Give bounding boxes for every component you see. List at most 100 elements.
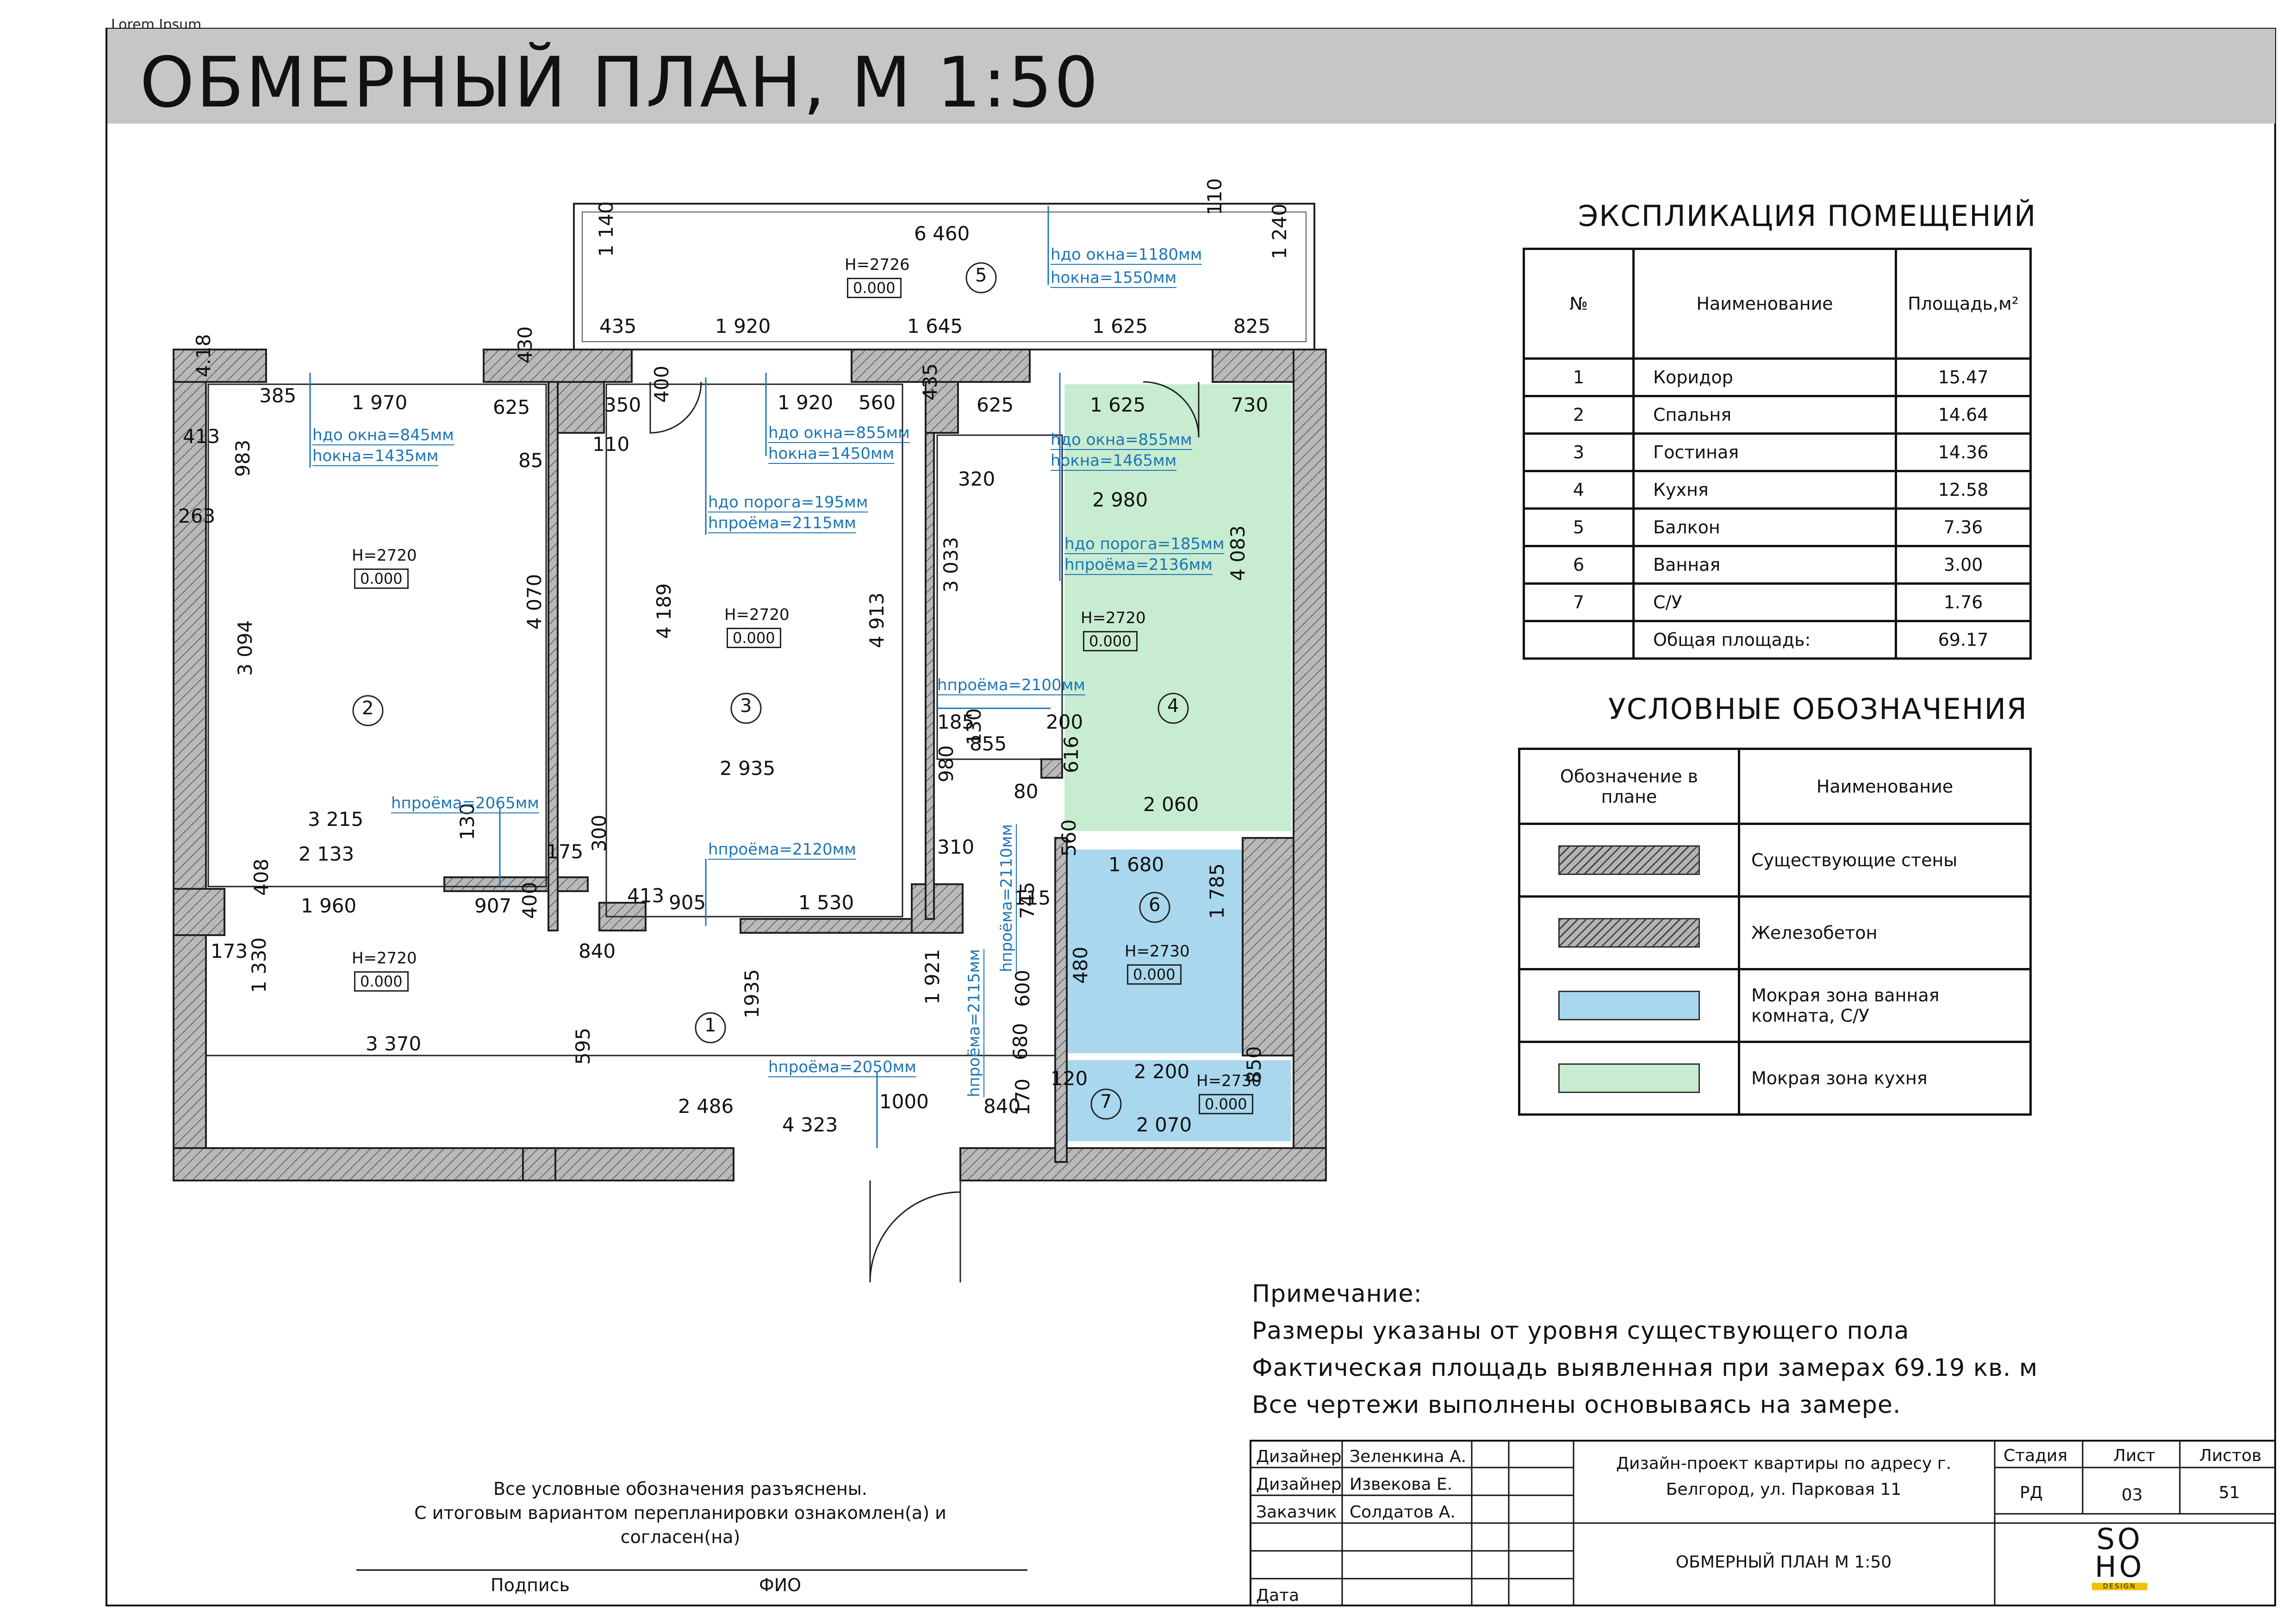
dimension-label: 680: [1009, 1023, 1032, 1060]
dimension-label: 175: [546, 840, 584, 863]
dimension-label: 616: [1060, 736, 1083, 773]
legend-table: Обозначение в плане Наименование Существ…: [1518, 748, 2032, 1116]
dimension-label: 310: [937, 836, 975, 858]
blue-annotation: hдо окна=855мм: [1051, 431, 1192, 450]
signature-label: Подпись: [491, 1575, 570, 1595]
dimension-label: 1 921: [921, 949, 944, 1005]
expl-cell-name: Коридор: [1632, 357, 1897, 397]
blue-annotation: hпроёма=2115мм: [708, 514, 856, 533]
notes-line: Размеры указаны от уровня существующего …: [1252, 1317, 1910, 1345]
dimension-label: 983: [231, 439, 254, 477]
legend-row: Мокрая зона ванная комната, С/У: [1518, 968, 2032, 1043]
dimension-label: 120: [1051, 1067, 1088, 1090]
room-height-4: H=2720: [1081, 609, 1146, 627]
expl-cell-area: 14.36: [1895, 432, 2032, 472]
room-label-3: 3: [740, 695, 752, 717]
dimension-label: 413: [627, 884, 665, 907]
dimension-label: 1 960: [301, 894, 357, 917]
room-level-7: 0.000: [1199, 1094, 1253, 1114]
dimension-label: 907: [474, 894, 512, 917]
tb-role-1: Дизайнер: [1256, 1447, 1342, 1466]
dimension-label: 435: [599, 315, 637, 337]
blue-annotation: hпроёма=2120мм: [708, 840, 856, 860]
blue-annotation: hдо окна=1180мм: [1051, 245, 1202, 265]
legend-header-symbol: Обозначение в плане: [1518, 748, 1740, 825]
tb-name-3: Солдатов А.: [1350, 1503, 1456, 1522]
dimension-label: 1 625: [1092, 315, 1148, 337]
tb-sheets: 51: [2219, 1483, 2240, 1502]
signature-line: [356, 1569, 1027, 1571]
tb-role-3: Заказчик: [1256, 1503, 1337, 1522]
dimension-label: 905: [669, 891, 706, 914]
room-height-6: H=2730: [1125, 942, 1190, 961]
tb-sheet: 03: [2122, 1486, 2143, 1505]
expl-total-value: 69.17: [1895, 620, 2032, 660]
tb-name-1: Зеленкина А.: [1350, 1447, 1467, 1466]
dimension-label: 1 920: [778, 391, 834, 414]
expl-cell-name: Спальня: [1632, 395, 1897, 435]
tb-role-2: Дизайнер: [1256, 1475, 1342, 1494]
inner-lines: [206, 381, 1200, 1283]
room-label-2: 2: [362, 698, 374, 719]
dimension-label: 560: [859, 391, 896, 414]
tb-sheet-label: Лист: [2113, 1446, 2156, 1465]
dimension-label: 3 215: [308, 808, 364, 831]
dimension-label: 6 460: [914, 222, 970, 245]
expl-cell-name: Кухня: [1632, 470, 1897, 510]
bathroom-wet-zone: [1067, 849, 1247, 1053]
legend-label: Мокрая зона ванная комната, С/У: [1738, 968, 2032, 1043]
dimension-label: 1 530: [798, 891, 854, 914]
dimension-label: 825: [1233, 315, 1271, 337]
dimension-label: 4 323: [782, 1113, 838, 1136]
soho-logo: SO HO DESIGN: [2092, 1525, 2147, 1590]
room-level-2: 0.000: [354, 568, 409, 589]
name-label: ФИО: [759, 1575, 802, 1595]
expl-cell-num: 1: [1523, 357, 1635, 397]
legend-row: Мокрая зона кухня: [1518, 1041, 2032, 1116]
expl-cell-num: 2: [1523, 395, 1635, 435]
dimension-label: 3 033: [940, 537, 962, 593]
dimension-label: 115: [1014, 887, 1051, 909]
dimension-label: 2 200: [1134, 1060, 1190, 1083]
dimension-label: 625: [493, 396, 530, 418]
legend-header-name: Наименование: [1738, 748, 2032, 825]
blue-annotation: hдо окна=845мм: [312, 426, 454, 445]
blue-annotation: hпроёма=2136мм: [1064, 556, 1213, 575]
blue-annotation: hпроёма=2065мм: [391, 794, 539, 813]
expl-cell-area: 12.58: [1895, 470, 2032, 510]
blue-annotation: hпроёма=2100мм: [937, 676, 1085, 695]
dimension-label: 1 330: [248, 937, 270, 993]
legend-swatch-hatch: [1558, 845, 1700, 875]
dimension-label: 1 240: [1268, 203, 1291, 259]
dimension-label: 1 680: [1108, 853, 1164, 876]
room-markers: [352, 262, 1189, 1120]
notes-line: Фактическая площадь выявленная при замер…: [1252, 1354, 2038, 1382]
room-height-1: H=2720: [352, 949, 417, 968]
tb-sheet-name: ОБМЕРНЫЙ ПЛАН М 1:50: [1675, 1553, 1892, 1572]
approval-line-1: Все условные обозначения разъяснены.: [493, 1479, 867, 1499]
dimension-label: 4 913: [865, 592, 888, 648]
dimension-label: 745: [1016, 881, 1039, 919]
walls: [173, 349, 1327, 1181]
dimension-label: 185: [937, 711, 975, 733]
dimension-label: 2 070: [1136, 1113, 1192, 1136]
dimension-label: 1935: [740, 969, 763, 1018]
wc-wet-zone: [1067, 1060, 1291, 1141]
legend-swatch-blue: [1558, 991, 1700, 1020]
notes-line: Все чертежи выполнены основываясь на зам…: [1252, 1391, 1901, 1419]
room-label-6: 6: [1149, 894, 1161, 916]
dimension-label: 80: [1014, 780, 1039, 803]
title-block: Дизайнер Зеленкина А. Дизайнер Извекова …: [1250, 1440, 2276, 1606]
dimension-label: 730: [1231, 394, 1269, 416]
dimension-label: 1 920: [715, 315, 771, 337]
expl-cell-area: 1.76: [1895, 582, 2032, 622]
room-level-3: 0.000: [727, 628, 781, 648]
annotation-lines: [309, 206, 1061, 1148]
dimension-label: 1 140: [595, 201, 617, 257]
dimension-label: 400: [518, 881, 541, 919]
room-level-5: 0.000: [847, 278, 902, 298]
